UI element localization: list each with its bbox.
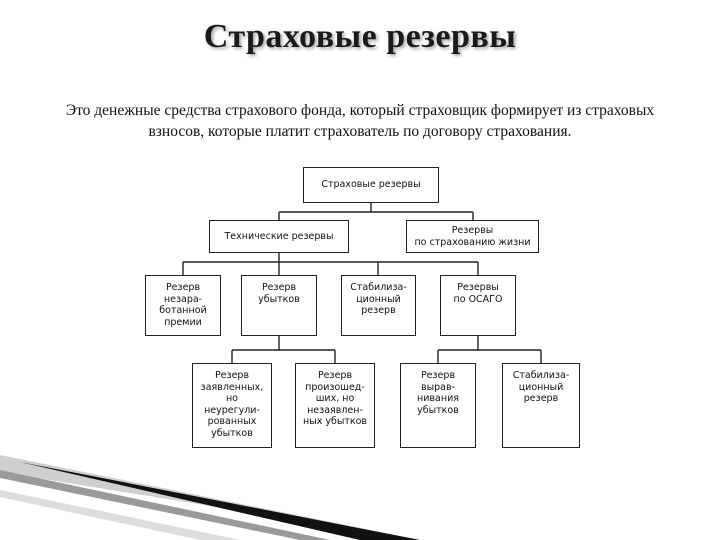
slide-title: Страховые резервы (203, 18, 517, 55)
node-incurred-not-reported: Резерв произошед- ших, но незаявлен- ных… (295, 363, 375, 448)
node-declared-unsettled: Резерв заявленных, но неурегули- рованны… (192, 363, 272, 448)
node-stabilization-reserve: Стабилиза- ционный резерв (341, 275, 416, 336)
slide-subtitle: Это денежные средства страхового фонда, … (65, 102, 655, 140)
node-loss-reserve: Резерв убытков (241, 275, 317, 336)
node-osago-reserves: Резервы по ОСАГО (440, 275, 516, 336)
node-technical-reserves: Технические резервы (209, 220, 349, 253)
node-loss-equalization: Резерв вырав- нивания убытков (400, 363, 476, 448)
node-osago-stabilization: Стабилиза- ционный резерв (502, 363, 580, 448)
node-life-reserves: Резервы по страхованию жизни (406, 220, 539, 253)
node-unearned-premium: Резерв незара- ботанной премии (145, 275, 221, 336)
node-insurance-reserves: Страховые резервы (303, 167, 439, 203)
